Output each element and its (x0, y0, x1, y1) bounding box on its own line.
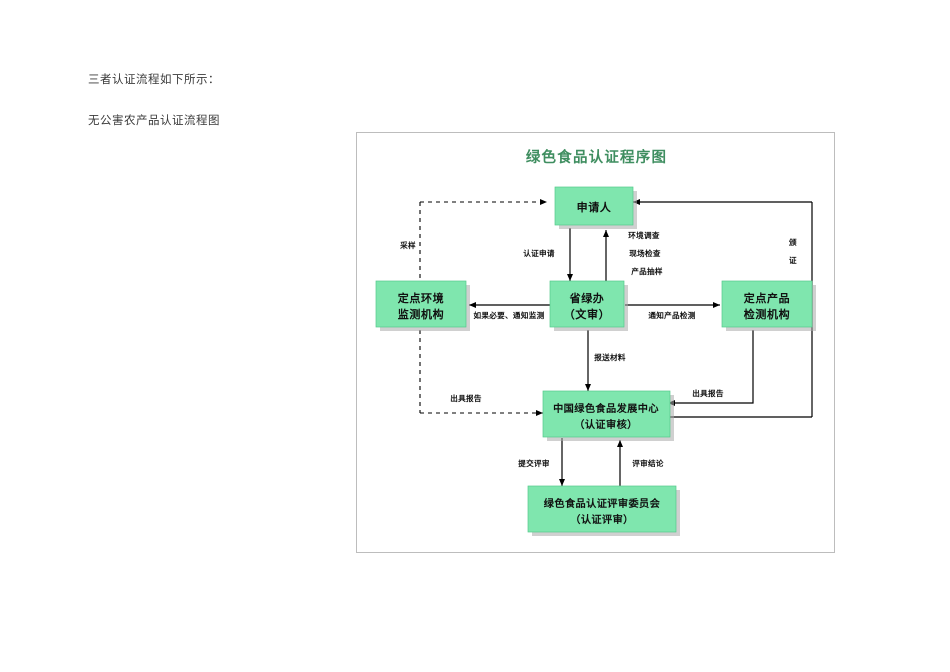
intro-paragraph: 三者认证流程如下所示： (88, 74, 220, 86)
node-province-green-office[interactable]: 省绿办 （文审） (549, 280, 628, 331)
edge-label-issue-report-left: 出具报告 (450, 393, 482, 403)
edge-label-submit-materials: 报送材料 (594, 352, 626, 362)
flowchart-title: 绿色食品认证程序图 (526, 148, 667, 166)
node-china-center-line1: 中国绿色食品发展中心 (553, 402, 659, 415)
flowchart-svg: 绿色食品认证程序图 (375, 148, 816, 536)
node-product-testing-line2: 检测机构 (744, 307, 790, 321)
node-review-committee[interactable]: 绿色食品认证评审委员会 （认证评审） (527, 485, 680, 536)
node-review-committee-line1: 绿色食品认证评审委员会 (544, 497, 661, 510)
node-province-green-office-line2: （文审） (564, 307, 610, 321)
flowchart-frame: 绿色食品认证程序图 (356, 132, 835, 553)
node-china-center[interactable]: 中国绿色食品发展中心 （认证审核） (542, 390, 674, 441)
edge-label-env-survey: 环境调查 (628, 230, 660, 240)
edge-label-submit-review: 提交评审 (518, 458, 550, 468)
node-product-testing-line1: 定点产品 (744, 291, 790, 305)
node-applicant-label: 申请人 (577, 200, 612, 214)
edge-issue-report-right (668, 330, 754, 406)
node-env-monitoring-line1: 定点环境 (398, 291, 444, 305)
edge-label-product-sampling: 产品抽样 (631, 266, 663, 276)
edge-label-review-conclusion: 评审结论 (632, 458, 664, 468)
node-review-committee-line2: （认证评审） (570, 513, 634, 526)
diagram-subtitle: 无公害农产品认证流程图 (88, 115, 220, 127)
edge-label-issue-report-right: 出具报告 (692, 388, 724, 398)
edge-label-notify-product-test: 通知产品检测 (648, 310, 695, 320)
edge-label-notify-monitoring: 如果必要、通知监测 (473, 310, 544, 320)
edge-label-issue-certificate-char2: 证 (789, 255, 797, 265)
edge-label-site-inspection: 现场检查 (629, 248, 661, 258)
node-env-monitoring[interactable]: 定点环境 监测机构 (375, 280, 470, 331)
edge-label-sampling: 采样 (399, 240, 416, 250)
node-env-monitoring-line2: 监测机构 (398, 307, 444, 321)
node-applicant[interactable]: 申请人 (554, 186, 637, 229)
node-china-center-line2: （认证审核） (574, 418, 638, 431)
node-province-green-office-line1: 省绿办 (569, 291, 605, 305)
edge-label-issue-certificate-char1: 颁 (789, 237, 797, 247)
node-product-testing[interactable]: 定点产品 检测机构 (721, 280, 816, 331)
edge-label-cert-application: 认证申请 (523, 248, 555, 258)
